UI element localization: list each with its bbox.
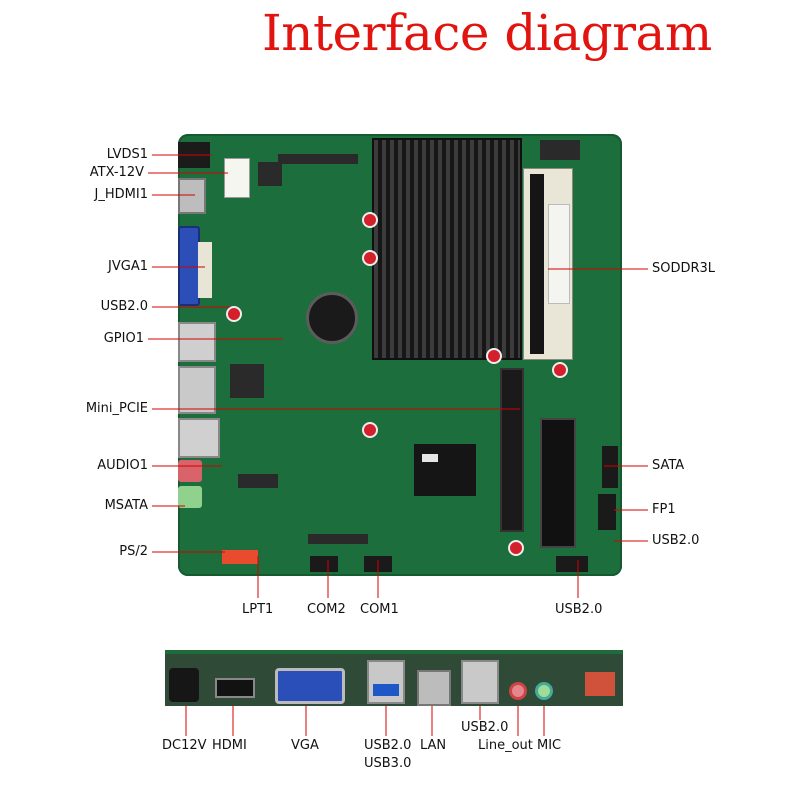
usb3-port [373, 684, 399, 696]
atx-12v-connector [224, 158, 250, 198]
label-lpt1: LPT1 [242, 602, 274, 617]
sodimm-slot [530, 174, 544, 354]
label-atx-12v: ATX-12V [89, 165, 144, 180]
label-line-out: Line_out [478, 738, 533, 753]
label-j-hdmi1: J_HDMI1 [94, 187, 148, 202]
label-sata: SATA [652, 458, 685, 473]
label-usb30: USB3.0 [364, 756, 412, 771]
com2-header [310, 556, 338, 572]
pin-header [278, 154, 358, 164]
capacitor [362, 212, 378, 228]
label-usb20: USB2.0 [364, 738, 412, 753]
front-panel-header [598, 494, 616, 530]
vga-port [275, 668, 345, 704]
label-soddr3l: SODDR3L [652, 261, 716, 276]
usb-stack-port [367, 660, 405, 704]
audio-jack-red [178, 460, 202, 482]
label-jvga1: JVGA1 [108, 259, 148, 274]
usb2-stack-port [461, 660, 499, 704]
lan-port [178, 366, 216, 414]
dc-jack [169, 668, 199, 702]
vga-port [178, 226, 200, 306]
label-msata: MSATA [104, 498, 148, 513]
label-com2: COM2 [307, 602, 346, 617]
cpu-heatsink [372, 138, 522, 360]
lan-port [417, 670, 451, 706]
label-usb20-right: USB2.0 [652, 533, 700, 548]
label-com1: COM1 [360, 602, 399, 617]
capacitor [552, 362, 568, 378]
lvds-connector [178, 142, 210, 168]
capacitor [508, 540, 524, 556]
usb-port-stack [178, 322, 216, 362]
capacitor [362, 422, 378, 438]
ram-sticker [548, 204, 570, 304]
ps2-connector [222, 550, 258, 564]
label-mini-pcie: Mini_PCIE [85, 401, 148, 416]
motherboard-top-view [178, 134, 622, 576]
label-lvds1: LVDS1 [106, 147, 148, 162]
label-lan: LAN [420, 738, 447, 753]
pin-header [238, 474, 278, 488]
capacitor [362, 250, 378, 266]
label-mic: MIC [537, 738, 562, 753]
label-fp1: FP1 [652, 502, 676, 517]
usb-port-stack-lower [178, 418, 220, 458]
page-title: Interface diagram [262, 4, 712, 62]
audio-jack-green [178, 486, 202, 508]
hdmi-port [215, 678, 255, 698]
label-usb20-bottom: USB2.0 [555, 602, 603, 617]
capacitor [486, 348, 502, 364]
label-audio1: AUDIO1 [97, 458, 148, 473]
ic [230, 364, 264, 398]
label-vga: VGA [291, 738, 319, 753]
chip-logo [422, 454, 438, 462]
power-switch [585, 672, 615, 696]
label-hdmi: HDMI [212, 738, 247, 753]
mini-pcie-slot [500, 368, 524, 532]
ic [308, 534, 368, 544]
com1-header [364, 556, 392, 572]
mic-jack [535, 682, 553, 700]
io-panel-side-view [165, 650, 623, 706]
capacitor [226, 306, 242, 322]
usb-header-bottom [556, 556, 588, 572]
label-usb20-b: USB2.0 [461, 720, 509, 735]
msata-slot [540, 418, 576, 548]
label-usb20-left: USB2.0 [100, 299, 148, 314]
line-out-jack [509, 682, 527, 700]
hdmi-header [178, 178, 206, 214]
sata-connector [602, 446, 618, 488]
label-ps2: PS/2 [119, 544, 148, 559]
io-chip [414, 444, 476, 496]
dip-switch [540, 140, 580, 160]
label-dc12v: DC12V [162, 738, 207, 753]
cmos-battery [306, 292, 358, 344]
vga-header [198, 242, 212, 298]
label-gpio1: GPIO1 [103, 331, 144, 346]
ic [258, 162, 282, 186]
